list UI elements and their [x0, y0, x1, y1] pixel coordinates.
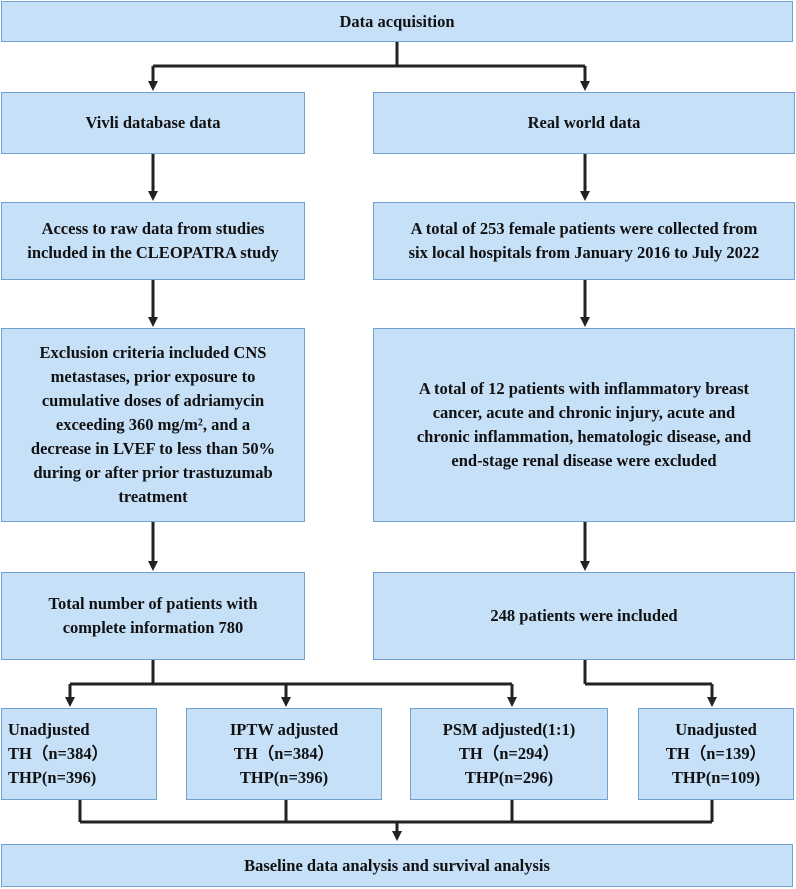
right-exclusion-label: A total of 12 patients with inflammatory…	[416, 379, 752, 470]
real-world-data-box: Real world data	[373, 92, 795, 154]
group-box-unadjusted-vivli: Unadjusted TH（n=384） THP(n=396)	[1, 708, 157, 800]
cleopatra-access-box: Access to raw data from studies included…	[1, 202, 305, 280]
vivli-database-box: Vivli database data	[1, 92, 305, 154]
left-exclusion-criteria-box: Exclusion criteria included CNS metastas…	[1, 328, 305, 522]
cleopatra-access-label: Access to raw data from studies included…	[27, 219, 279, 262]
patients-collected-box: A total of 253 female patients were coll…	[373, 202, 795, 280]
group-title: PSM adjusted(1:1)	[442, 720, 576, 739]
group-title: IPTW adjusted	[229, 720, 339, 739]
group-th-count: TH（n=294）	[458, 744, 560, 763]
group-title: Unadjusted	[675, 720, 757, 739]
data-acquisition-label: Data acquisition	[339, 11, 455, 31]
group-th-count: TH（n=384）	[8, 744, 109, 763]
group-text-stack: PSM adjusted(1:1) TH（n=294） THP(n=296)	[443, 718, 575, 790]
baseline-survival-analysis-label: Baseline data analysis and survival anal…	[244, 855, 550, 875]
group-thp-count: THP(n=396)	[8, 768, 97, 787]
real-world-data-label: Real world data	[527, 113, 641, 132]
right-included-patients-label: 248 patients were included	[490, 606, 678, 625]
data-acquisition-box: Data acquisition	[1, 1, 793, 42]
group-th-count: TH（n=384）	[233, 744, 335, 763]
patients-collected-label: A total of 253 female patients were coll…	[408, 219, 760, 262]
right-exclusion-box: A total of 12 patients with inflammatory…	[373, 328, 795, 522]
group-text-stack: Unadjusted TH（n=139） THP(n=109)	[666, 718, 766, 790]
group-title: Unadjusted	[8, 720, 90, 739]
group-th-count: TH（n=139）	[665, 744, 767, 763]
vivli-database-label: Vivli database data	[85, 113, 221, 132]
right-included-patients-box: 248 patients were included	[373, 572, 795, 660]
left-total-patients-box: Total number of patients with complete i…	[1, 572, 305, 660]
group-thp-count: THP(n=109)	[671, 768, 761, 787]
group-box-iptw: IPTW adjusted TH（n=384） THP(n=396)	[186, 708, 382, 800]
group-text-stack: Unadjusted TH（n=384） THP(n=396)	[8, 718, 108, 790]
group-box-unadjusted-real-world: Unadjusted TH（n=139） THP(n=109)	[638, 708, 794, 800]
group-thp-count: THP(n=396)	[239, 768, 329, 787]
group-box-psm: PSM adjusted(1:1) TH（n=294） THP(n=296)	[410, 708, 608, 800]
baseline-survival-analysis-box: Baseline data analysis and survival anal…	[1, 844, 793, 887]
group-thp-count: THP(n=296)	[464, 768, 554, 787]
group-text-stack: IPTW adjusted TH（n=384） THP(n=396)	[230, 718, 338, 790]
left-total-patients-label: Total number of patients with complete i…	[48, 594, 258, 637]
left-exclusion-criteria-label: Exclusion criteria included CNS metastas…	[30, 343, 276, 506]
